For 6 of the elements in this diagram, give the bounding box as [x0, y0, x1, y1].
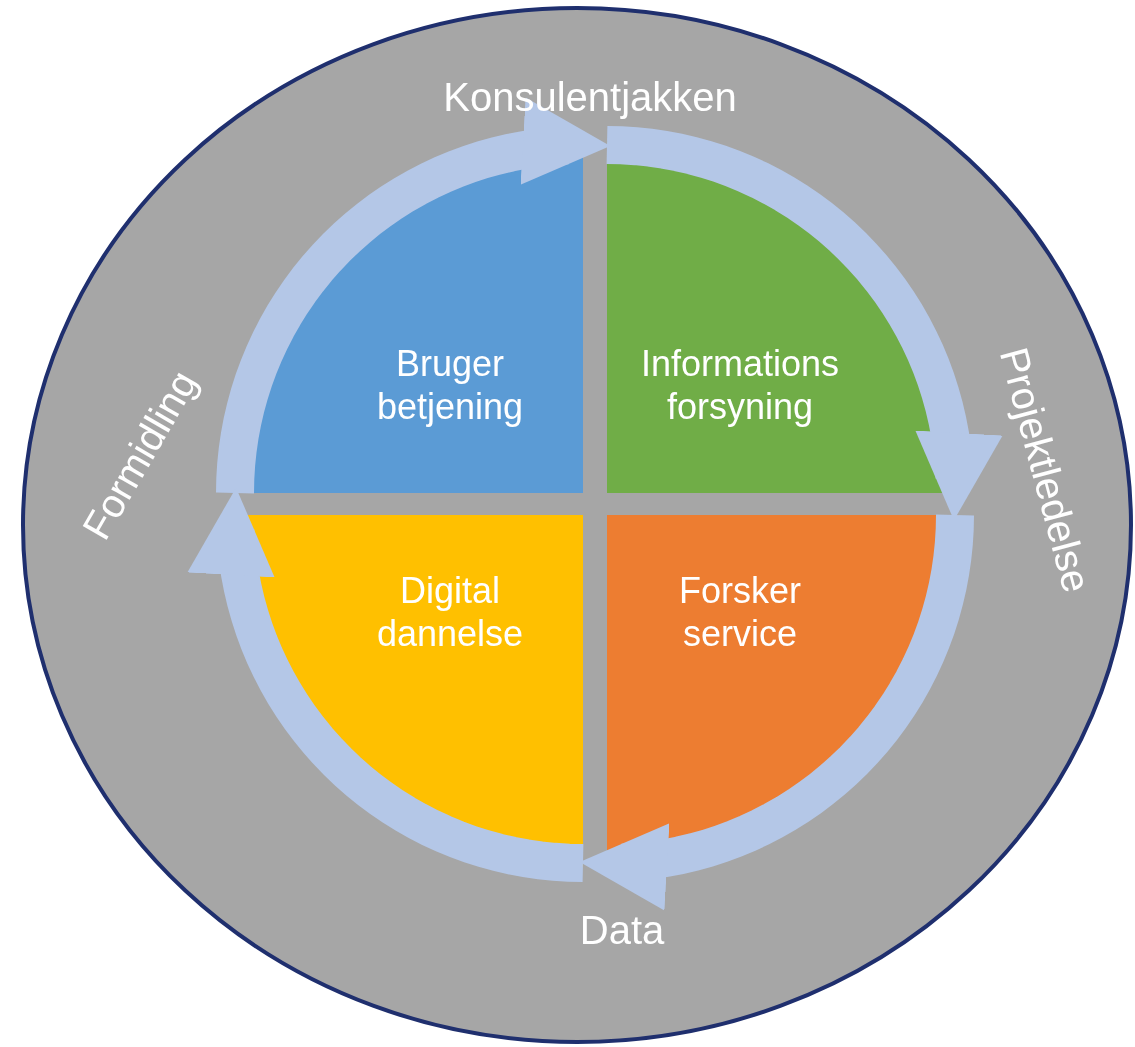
outer-label: Konsulentjakken	[443, 74, 737, 120]
quadrant-label: Bruger betjening	[375, 341, 525, 429]
quadrant-label: Forsker service	[678, 568, 802, 656]
outer-label: Data	[579, 907, 665, 953]
quadrant-label: Informations forsyning	[639, 341, 841, 429]
quadrant-label: Digital dannelse	[375, 568, 525, 656]
